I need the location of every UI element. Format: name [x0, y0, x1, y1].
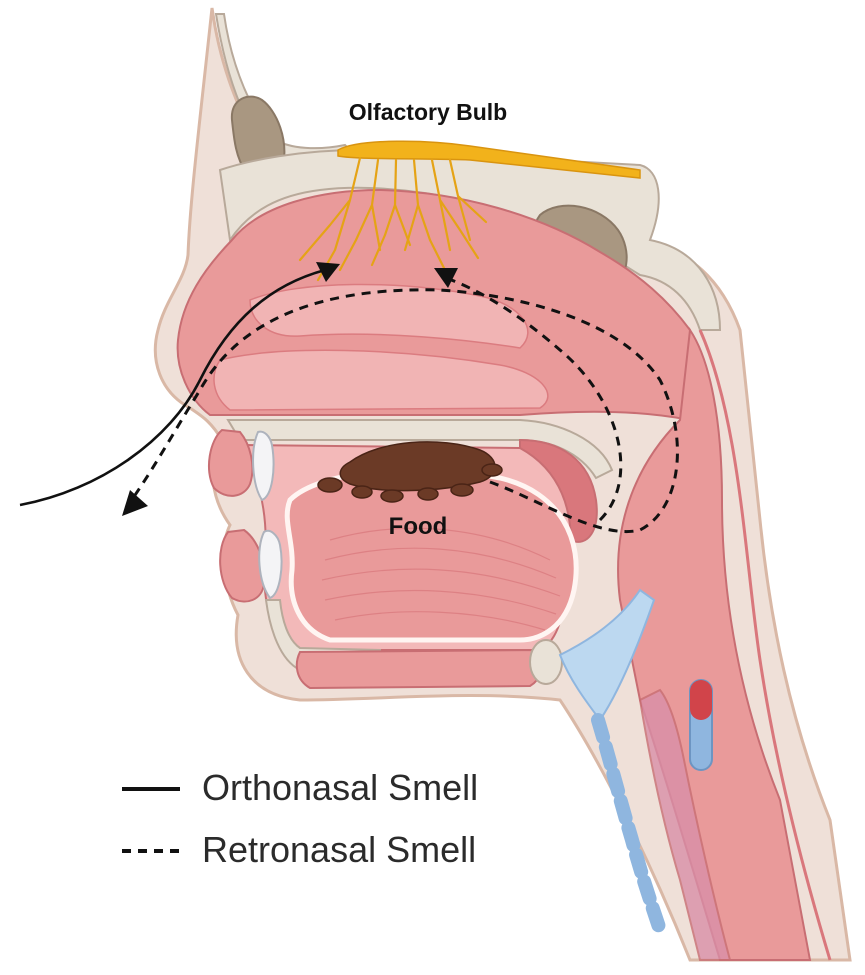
upper-lip — [209, 430, 252, 496]
floor-of-mouth — [297, 650, 543, 688]
food-label: Food — [389, 513, 448, 540]
hyoid-bone — [530, 640, 562, 684]
legend: Orthonasal Smell Retronasal Smell — [122, 767, 478, 870]
legend-label-retronasal: Retronasal Smell — [202, 829, 476, 870]
upper-tooth — [253, 432, 273, 500]
olfactory-bulb-label: Olfactory Bulb — [349, 99, 507, 125]
legend-label-orthonasal: Orthonasal Smell — [202, 767, 478, 808]
artery — [690, 680, 712, 720]
